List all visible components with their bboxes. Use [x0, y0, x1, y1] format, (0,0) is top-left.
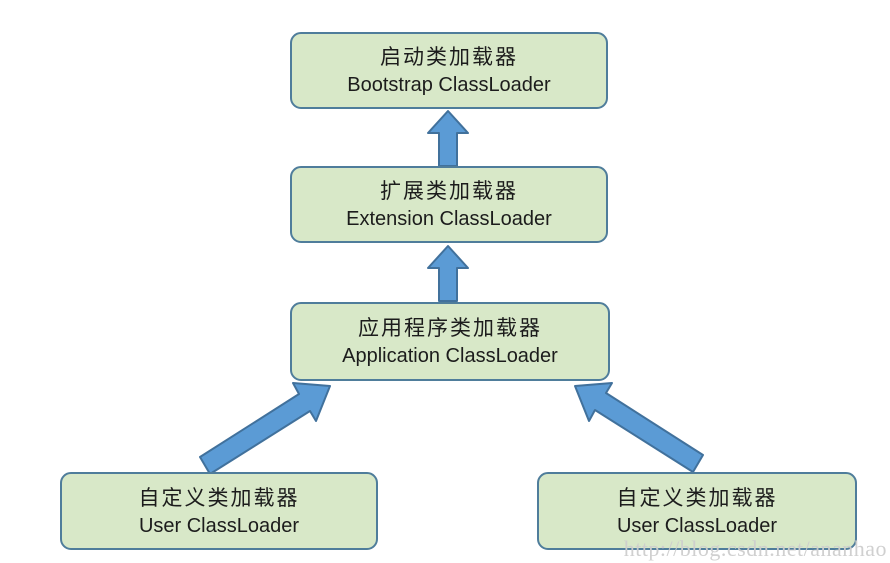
node-extension-label-en: Extension ClassLoader — [346, 208, 552, 230]
arrow-application-to-extension — [427, 245, 469, 302]
node-bootstrap-label-zh: 启动类加载器 — [380, 45, 518, 69]
node-application-classloader: 应用程序类加载器 Application ClassLoader — [290, 302, 610, 381]
node-bootstrap-classloader: 启动类加载器 Bootstrap ClassLoader — [290, 32, 608, 109]
arrow-extension-to-bootstrap — [427, 110, 469, 167]
node-bootstrap-label-en: Bootstrap ClassLoader — [347, 74, 551, 96]
node-user-left-label-zh: 自定义类加载器 — [138, 485, 300, 510]
arrow-user-right-to-application — [574, 382, 704, 473]
node-user-classloader-left: 自定义类加载器 User ClassLoader — [60, 472, 378, 550]
node-user-left-label-en: User ClassLoader — [138, 514, 300, 537]
node-user-classloader-right: 自定义类加载器 User ClassLoader — [537, 472, 857, 550]
node-user-right-label-en: User ClassLoader — [616, 514, 778, 537]
node-extension-label-zh: 扩展类加载器 — [380, 179, 518, 203]
node-extension-classloader: 扩展类加载器 Extension ClassLoader — [290, 166, 608, 243]
node-user-right-label-zh: 自定义类加载器 — [616, 485, 778, 510]
arrow-user-left-to-application — [199, 382, 331, 475]
node-application-label-en: Application ClassLoader — [342, 345, 558, 367]
csdn-watermark: http://blog.csdn.net/ananhao — [623, 536, 887, 561]
node-application-label-zh: 应用程序类加载器 — [358, 316, 542, 340]
